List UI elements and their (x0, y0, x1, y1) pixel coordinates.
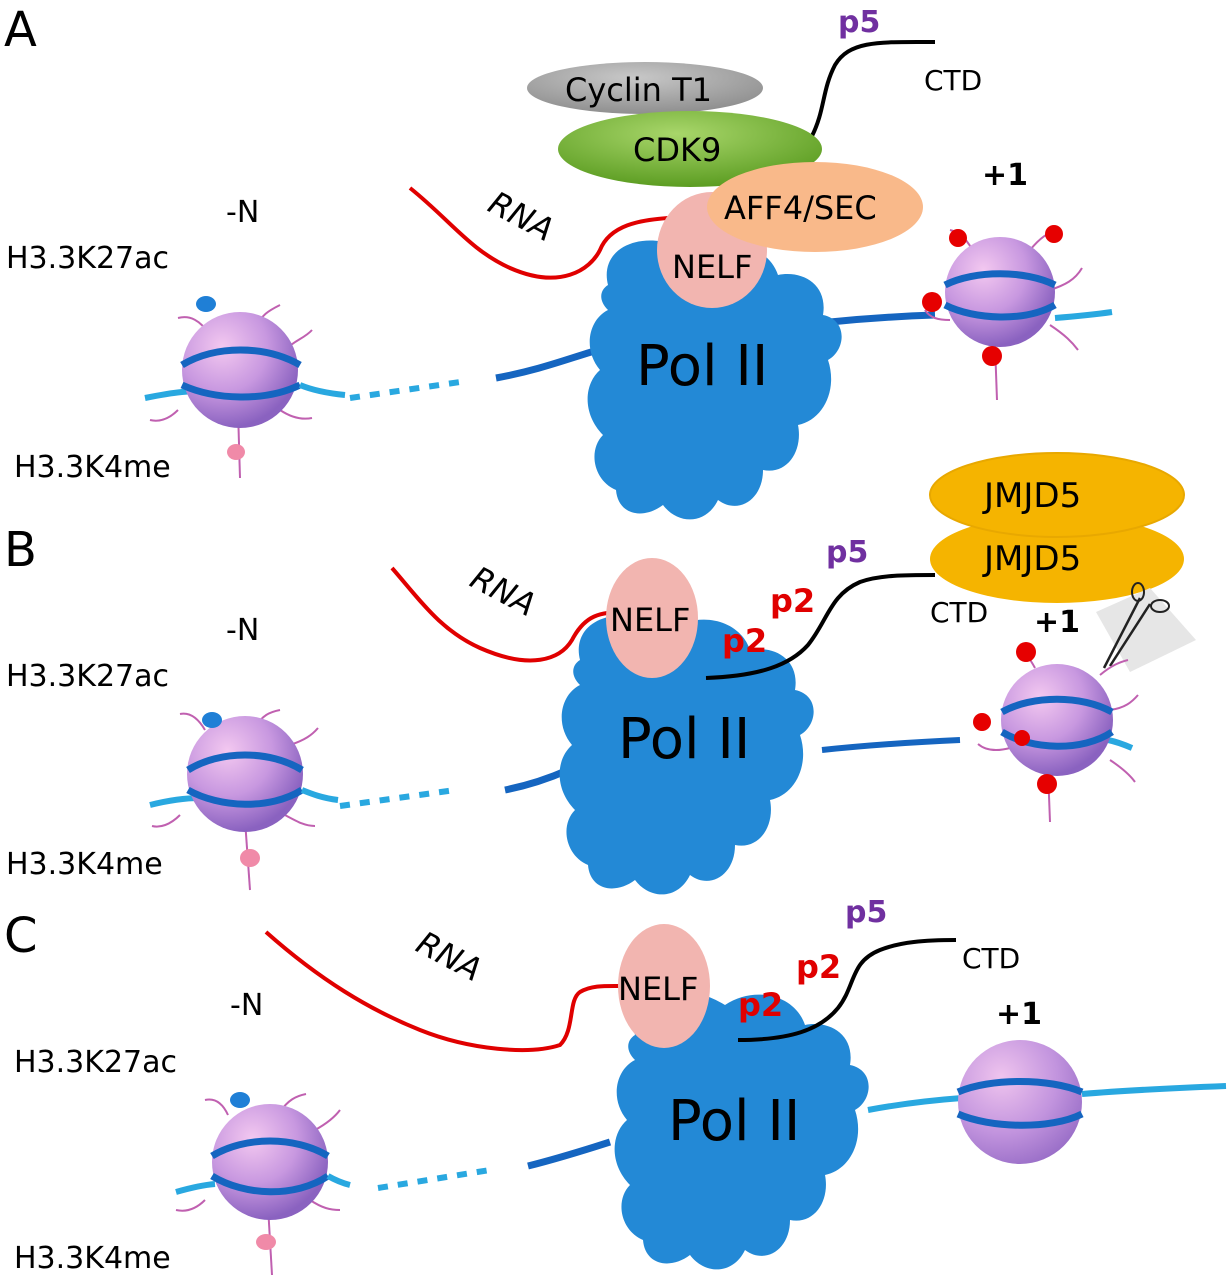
nelf (618, 924, 710, 1048)
pol-ii-label: Pol II (618, 707, 750, 772)
pol-ii-label: Pol II (636, 334, 768, 399)
panel-c: C -N H3.3K27ac H3.3K4me (4, 895, 1227, 1276)
dna-downstream (867, 1095, 963, 1113)
plus-one-label: +1 (982, 158, 1028, 193)
plus-one-label: +1 (996, 997, 1042, 1032)
p5-label: p5 (845, 895, 887, 930)
dna-dotted (349, 379, 461, 401)
acetyl-mark (230, 1092, 250, 1108)
dna-upstream (495, 346, 599, 382)
nelf-label: NELF (618, 970, 698, 1008)
p2-label: p2 (722, 622, 767, 660)
jmjd5-top-label: JMJD5 (982, 476, 1081, 516)
minus-n-nucleosome (144, 296, 346, 479)
ctd-tail (737, 938, 957, 1042)
h3k27ac-label: H3.3K27ac (14, 1045, 177, 1080)
nelf-label: NELF (672, 248, 752, 286)
cdk9 (558, 111, 822, 187)
acetyl-mark (202, 712, 222, 728)
cdk9-label: CDK9 (633, 131, 721, 169)
dna-upstream (527, 1138, 612, 1170)
dna-upstream (504, 766, 570, 794)
h3k27ac-label: H3.3K27ac (6, 659, 169, 694)
p2-label: p2 (738, 986, 783, 1024)
plus-one-nucleosome (973, 642, 1139, 823)
minus-n-nucleosome (149, 709, 339, 891)
h3k4me-label: H3.3K4me (14, 450, 171, 485)
jmjd5-bottom (930, 515, 1184, 603)
jmjd5-top (929, 452, 1185, 538)
panel-letter: C (4, 908, 38, 964)
panel-a: A -N H3.3K27ac H3.3K4me (4, 2, 1113, 520)
methyl-mark (240, 849, 260, 867)
rna-strand (264, 930, 626, 1052)
p2-label: p2 (796, 948, 841, 986)
aff4-sec (707, 162, 923, 252)
p5-label: p5 (838, 5, 880, 40)
rna-label: RNA (410, 924, 488, 990)
ctd-tail (810, 39, 936, 137)
ctd-label: CTD (924, 64, 982, 97)
plus-one-nucleosome (922, 225, 1083, 401)
rna-strand (408, 186, 669, 280)
rna-label: RNA (482, 184, 560, 250)
aff4-sec-label: AFF4/SEC (724, 189, 877, 227)
cyclin-t1 (527, 62, 763, 114)
h3k4me-label: H3.3K4me (14, 1241, 171, 1276)
h3k27ac-label: H3.3K27ac (6, 241, 169, 276)
plus-one-nucleosome (956, 1040, 1084, 1164)
p5-label: p5 (826, 535, 868, 570)
methyl-mark (256, 1234, 276, 1250)
h3k4me-label: H3.3K4me (6, 847, 163, 882)
panel-b: B -N H3.3K27ac H3.3K4me (4, 452, 1196, 895)
minus-n-label: -N (226, 613, 259, 648)
minus-n-label: -N (226, 195, 259, 230)
dna-downstream (829, 311, 936, 326)
dna-downstream (821, 737, 961, 753)
acetyl-mark (196, 296, 216, 312)
rna-strand (390, 566, 626, 663)
dna-dotted (377, 1167, 491, 1191)
jmjd5-bottom-label: JMJD5 (982, 539, 1081, 579)
ctd-tail (705, 573, 936, 680)
ctd-label: CTD (930, 596, 988, 629)
pol-ii-label: Pol II (668, 1089, 800, 1154)
rna-label: RNA (464, 559, 542, 625)
scissors-icon (1096, 582, 1196, 672)
dna-dotted (339, 787, 456, 809)
panel-letter: B (4, 522, 37, 578)
minus-n-label: -N (230, 988, 263, 1023)
panel-letter: A (4, 2, 37, 58)
plus-one-label: +1 (1034, 605, 1080, 640)
nelf-label: NELF (610, 601, 690, 639)
cyclin-t1-label: Cyclin T1 (565, 71, 712, 109)
ctd-label: CTD (962, 942, 1020, 975)
nelf (606, 558, 698, 678)
methyl-mark (227, 444, 245, 460)
p2-label: p2 (770, 582, 815, 620)
minus-n-nucleosome (175, 1092, 351, 1276)
